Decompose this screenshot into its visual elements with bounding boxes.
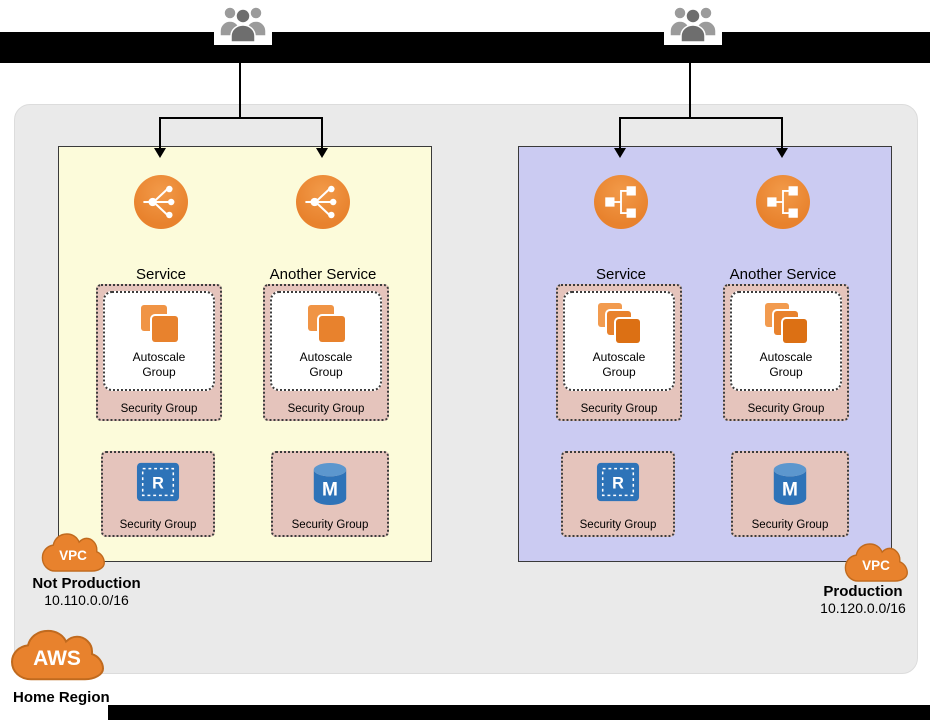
svg-text:M: M [782, 479, 798, 500]
connector-line [159, 117, 323, 119]
vpc-cloud-icon: VPC [842, 541, 910, 587]
autoscale-instances-icon [303, 303, 349, 345]
connector-line [619, 117, 783, 119]
security-group-label: Security Group [751, 519, 829, 531]
service-title: Service [595, 266, 647, 283]
vpc-box-production: Service Another Service Autoscale Group … [518, 146, 892, 562]
vpc-cloud-icon: VPC [39, 531, 107, 577]
security-group-box: R Security Group [101, 451, 215, 537]
aws-cloud-icon: AWS [7, 627, 107, 687]
autoscale-group-label: Autoscale Group [132, 350, 186, 379]
arrowhead-icon [614, 148, 626, 158]
autoscale-group-label: Autoscale Group [759, 350, 813, 379]
security-group-label: Security Group [287, 403, 365, 415]
svg-text:R: R [612, 475, 624, 493]
vpc-cidr: 10.110.0.0/16 [44, 592, 129, 608]
redacted-text-bar-top [0, 32, 930, 63]
autoscale-instances-icon [596, 303, 642, 345]
arrowhead-icon [776, 148, 788, 158]
security-group-box: R Security Group [561, 451, 675, 537]
security-group-label: Security Group [119, 519, 197, 531]
connector-line [239, 63, 241, 118]
security-group-label: Security Group [291, 519, 369, 531]
security-group-box: M Security Group [731, 451, 849, 537]
connector-line [321, 117, 323, 150]
load-balancer-icon [296, 175, 350, 229]
autoscale-instances-icon [136, 303, 182, 345]
security-group-label: Security Group [120, 403, 198, 415]
vpc-caption: Production 10.120.0.0/16 [802, 583, 924, 616]
security-group-box: M Security Group [271, 451, 389, 537]
security-group-box: Autoscale Group Security Group [96, 284, 222, 421]
arrowhead-icon [154, 148, 166, 158]
connector-line [781, 117, 783, 150]
connector-line [159, 117, 161, 150]
redacted-text-bar-bottom [108, 705, 930, 720]
database-icon: M [769, 460, 811, 535]
connector-line [689, 63, 691, 118]
elasticache-icon: R [134, 460, 182, 535]
region-label: Home Region [13, 689, 110, 706]
database-icon: M [309, 460, 351, 535]
autoscale-group-label: Autoscale Group [299, 350, 353, 379]
autoscale-instances-icon [763, 303, 809, 345]
security-group-box: Autoscale Group Security Group [556, 284, 682, 421]
autoscale-group-box: Autoscale Group [563, 291, 675, 391]
load-balancer-icon [594, 175, 648, 229]
svg-text:M: M [322, 479, 338, 500]
service-title: Another Service [729, 266, 837, 283]
service-title: Service [135, 266, 187, 283]
user-group-icon [214, 1, 272, 45]
vpc-name: Not Production [32, 575, 141, 592]
vpc-cidr: 10.120.0.0/16 [820, 600, 906, 616]
security-group-box: Autoscale Group Security Group [263, 284, 389, 421]
arrowhead-icon [316, 148, 328, 158]
load-balancer-icon [756, 175, 810, 229]
user-group-icon [664, 1, 722, 45]
autoscale-group-box: Autoscale Group [730, 291, 842, 391]
connector-line [619, 117, 621, 150]
load-balancer-icon [134, 175, 188, 229]
security-group-box: Autoscale Group Security Group [723, 284, 849, 421]
autoscale-group-box: Autoscale Group [103, 291, 215, 391]
security-group-label: Security Group [747, 403, 825, 415]
vpc-cloud-label: VPC [59, 547, 87, 563]
elasticache-icon: R [594, 460, 642, 535]
autoscale-group-box: Autoscale Group [270, 291, 382, 391]
vpc-cloud-label: VPC [862, 557, 890, 573]
aws-cloud-label: AWS [33, 647, 81, 670]
service-title: Another Service [269, 266, 377, 283]
security-group-label: Security Group [580, 403, 658, 415]
svg-text:R: R [152, 475, 164, 493]
vpc-name: Production [823, 583, 903, 600]
vpc-box-not-production: Service Another Service Autoscale Group … [58, 146, 432, 562]
vpc-caption: Not Production 10.110.0.0/16 [14, 575, 159, 608]
autoscale-group-label: Autoscale Group [592, 350, 646, 379]
security-group-label: Security Group [579, 519, 657, 531]
